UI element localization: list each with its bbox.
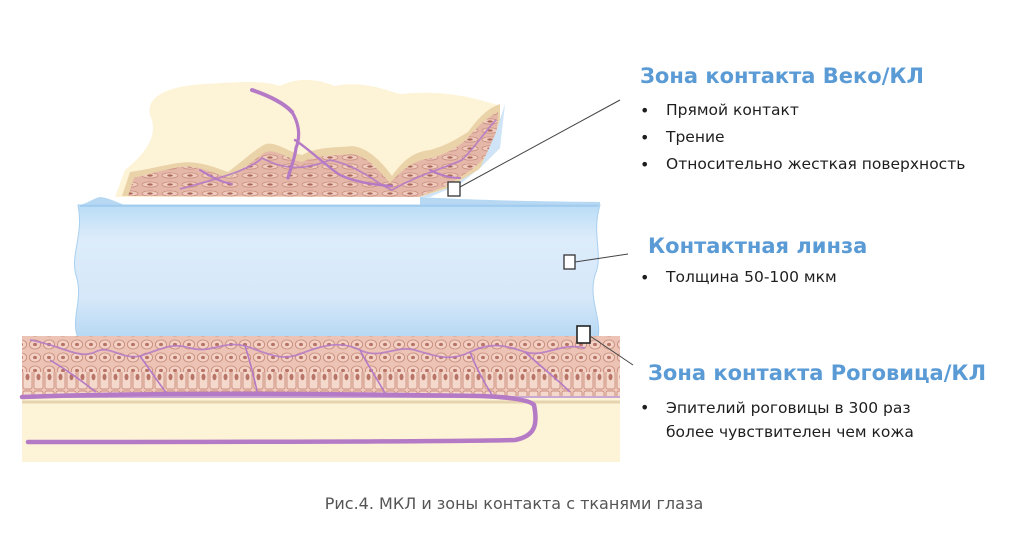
callout-eyelid	[447, 99, 621, 197]
eyelid-item-direct-contact: Прямой контакт	[640, 97, 965, 124]
cornea-zone-title: Зона контакта Роговица/КЛ	[648, 361, 987, 385]
figure-caption: Рис.4. МКЛ и зоны контакта с тканями гла…	[324, 494, 704, 513]
cornea-item-sensitivity: Эпителий роговицы в 300 раз	[640, 396, 914, 420]
eyelid-tissue	[115, 79, 505, 197]
lens-zone-list: Толщина 50-100 мкм	[640, 264, 837, 291]
cornea-tissue	[19, 336, 620, 462]
eyelid-item-friction: Трение	[640, 124, 965, 151]
callout-cornea	[576, 325, 634, 366]
eyelid-zone-title: Зона контакта Веко/КЛ	[640, 64, 924, 88]
lens-zone-title: Контактная линза	[648, 234, 868, 258]
eyelid-zone-list: Прямой контакт Трение Относительно жестк…	[640, 97, 965, 178]
cornea-item-sensitivity-cont: более чувствителен чем кожа	[666, 423, 914, 441]
cornea-zone-list: Эпителий роговицы в 300 раз более чувств…	[640, 396, 914, 444]
callout-lens	[563, 253, 629, 270]
eyelid-item-rigid-surface: Относительно жесткая поверхность	[640, 151, 965, 178]
lens-item-thickness: Толщина 50-100 мкм	[640, 264, 837, 291]
contact-lens	[74, 204, 601, 339]
